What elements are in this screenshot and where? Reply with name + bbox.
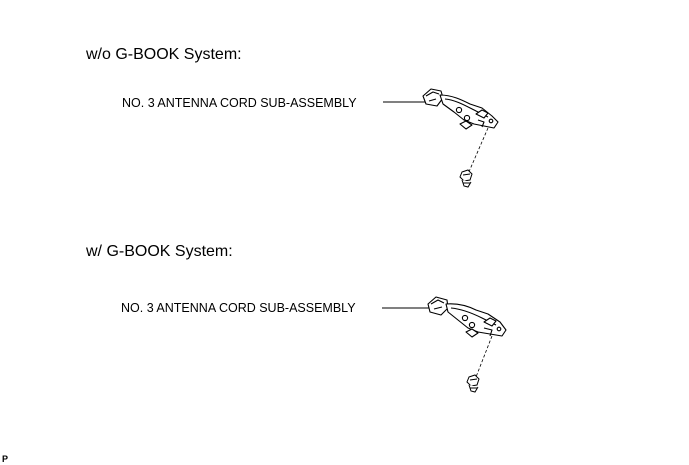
section-title-without-gbook: w/o G-BOOK System: (86, 46, 242, 63)
bolt-icon-2 (466, 374, 480, 393)
fastener-dash-line-1 (467, 127, 489, 175)
bolt-icon-1 (459, 169, 473, 188)
callout-label-antenna-cord-2: NO. 3 ANTENNA CORD SUB-ASSEMBLY (121, 301, 356, 315)
footer-label: P (2, 454, 9, 464)
section-title-with-gbook: w/ G-BOOK System: (86, 243, 233, 260)
antenna-cord-sub-assembly-1 (422, 88, 499, 130)
callout-label-antenna-cord-1: NO. 3 ANTENNA CORD SUB-ASSEMBLY (122, 96, 357, 110)
fastener-dash-line-2 (475, 335, 493, 378)
antenna-cord-sub-assembly-2 (427, 296, 507, 338)
